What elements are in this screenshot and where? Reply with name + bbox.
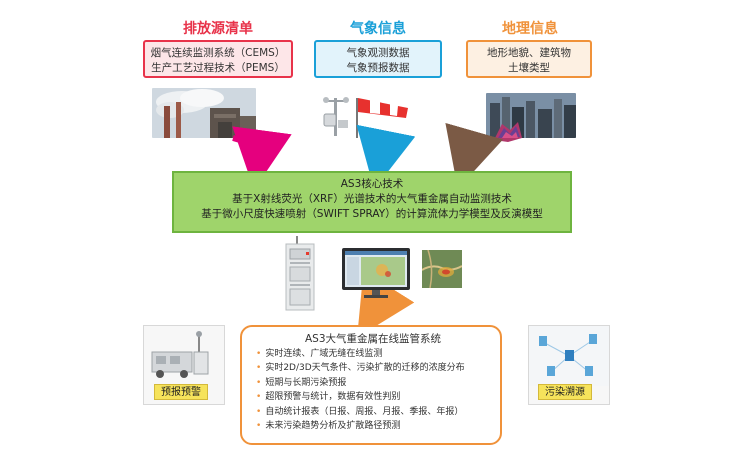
geo-line-2: 土壤类型 [508, 62, 550, 74]
system-feature: 自动统计报表（日报、周报、月报、季报、年报） [256, 405, 490, 419]
system-feature: 超限预警与统计，数据有效性判别 [256, 390, 490, 404]
pollution-tracing-label: 污染溯源 [538, 384, 592, 400]
system-feature: 未来污染趋势分析及扩散路径预测 [256, 419, 490, 433]
core-technology-box: AS3核心技术 基于X射线荧光（XRF）光谱技术的大气重金属自动监测技术 基于微… [172, 171, 572, 233]
core-line-2: 基于微小尺度快速喷射（SWIFT SPRAY）的计算流体力学模型及反演模型 [201, 208, 543, 220]
dispersion-map-image [421, 249, 463, 289]
system-feature: 实时2D/3D天气条件、污染扩散的迁移的浓度分布 [256, 361, 490, 375]
system-feature-list: 实时连续、广域无缝在线监测 实时2D/3D天气条件、污染扩散的迁移的浓度分布 短… [256, 347, 490, 433]
emissions-box: 烟气连续监测系统（CEMS） 生产工艺过程技术（PEMS） [143, 40, 293, 78]
monitoring-station-illustration [151, 331, 209, 378]
system-feature: 实时连续、广域无缝在线监测 [256, 347, 490, 361]
system-feature: 短期与长期污染预报 [256, 376, 490, 390]
geo-line-1: 地形地貌、建筑物 [487, 47, 571, 59]
factory-photo [152, 88, 256, 138]
core-line-1: 基于X射线荧光（XRF）光谱技术的大气重金属自动监测技术 [232, 193, 512, 205]
weather-line-2: 气象预报数据 [346, 62, 410, 74]
emissions-line-1: 烟气连续监测系统（CEMS） [150, 47, 286, 59]
system-title: AS3大气重金属在线监管系统 [304, 333, 442, 345]
geo-box: 地形地貌、建筑物 土壤类型 [466, 40, 592, 78]
core-title: AS3核心技术 [340, 178, 404, 190]
tracing-network-illustration [529, 326, 609, 386]
monitor-cabinet-image [282, 236, 318, 312]
emissions-title: 排放源清单 [183, 21, 253, 37]
weather-arrow [356, 124, 416, 190]
weather-title: 气象信息 [350, 21, 406, 37]
emissions-line-2: 生产工艺过程技术（PEMS） [151, 62, 285, 74]
monitoring-system-box: AS3大气重金属在线监管系统 实时连续、广域无缝在线监测 实时2D/3D天气条件… [240, 325, 502, 445]
weather-line-1: 气象观测数据 [346, 47, 410, 59]
weather-box: 气象观测数据 气象预报数据 [314, 40, 442, 78]
weather-station-photo [316, 94, 356, 138]
geo-arrow [445, 122, 504, 189]
pollution-tracing-card [528, 325, 610, 405]
city-photo [486, 93, 576, 138]
geo-title: 地理信息 [502, 21, 558, 37]
software-monitor-image [342, 248, 410, 300]
forecast-warning-label: 预报预警 [154, 384, 208, 400]
emissions-arrow [232, 126, 292, 190]
